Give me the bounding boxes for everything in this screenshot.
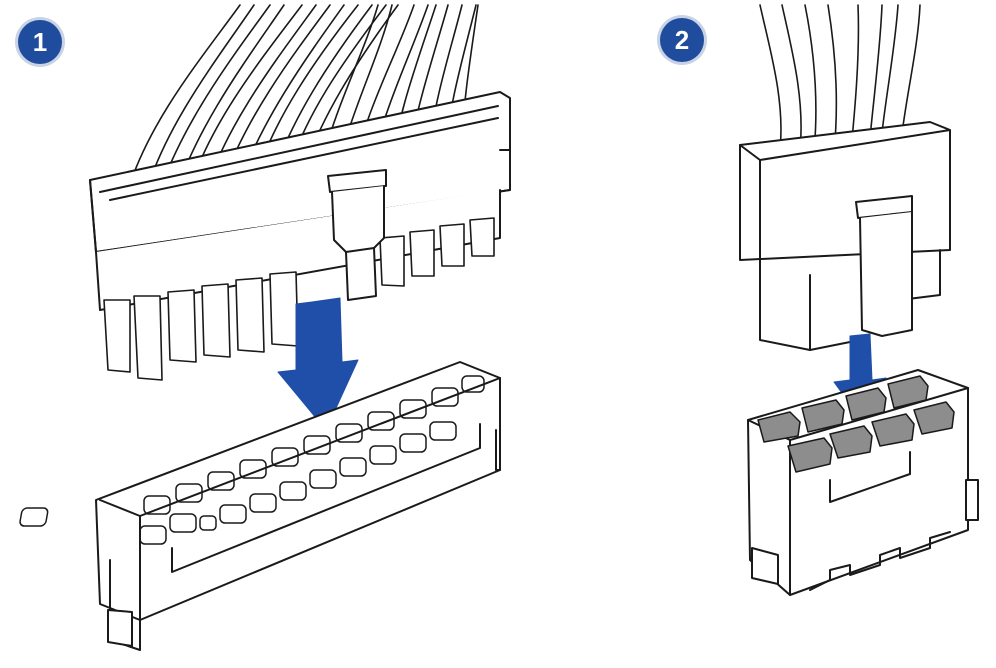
step-1-badge: 1 [18, 20, 62, 64]
atx-socket-pins [19, 375, 485, 545]
eps-socket-pins [757, 375, 955, 473]
step-1-label: 1 [32, 26, 48, 57]
step-2-label: 2 [674, 24, 690, 55]
atx-plug-pins [103, 217, 495, 381]
atx-plug-latch [327, 169, 387, 301]
atx-24pin-socket [19, 361, 501, 651]
eps-8pin-socket [747, 369, 979, 596]
eps-8pin-plug [739, 4, 951, 351]
atx-24pin-plug [89, 4, 511, 381]
step-2-badge: 2 [660, 18, 704, 62]
